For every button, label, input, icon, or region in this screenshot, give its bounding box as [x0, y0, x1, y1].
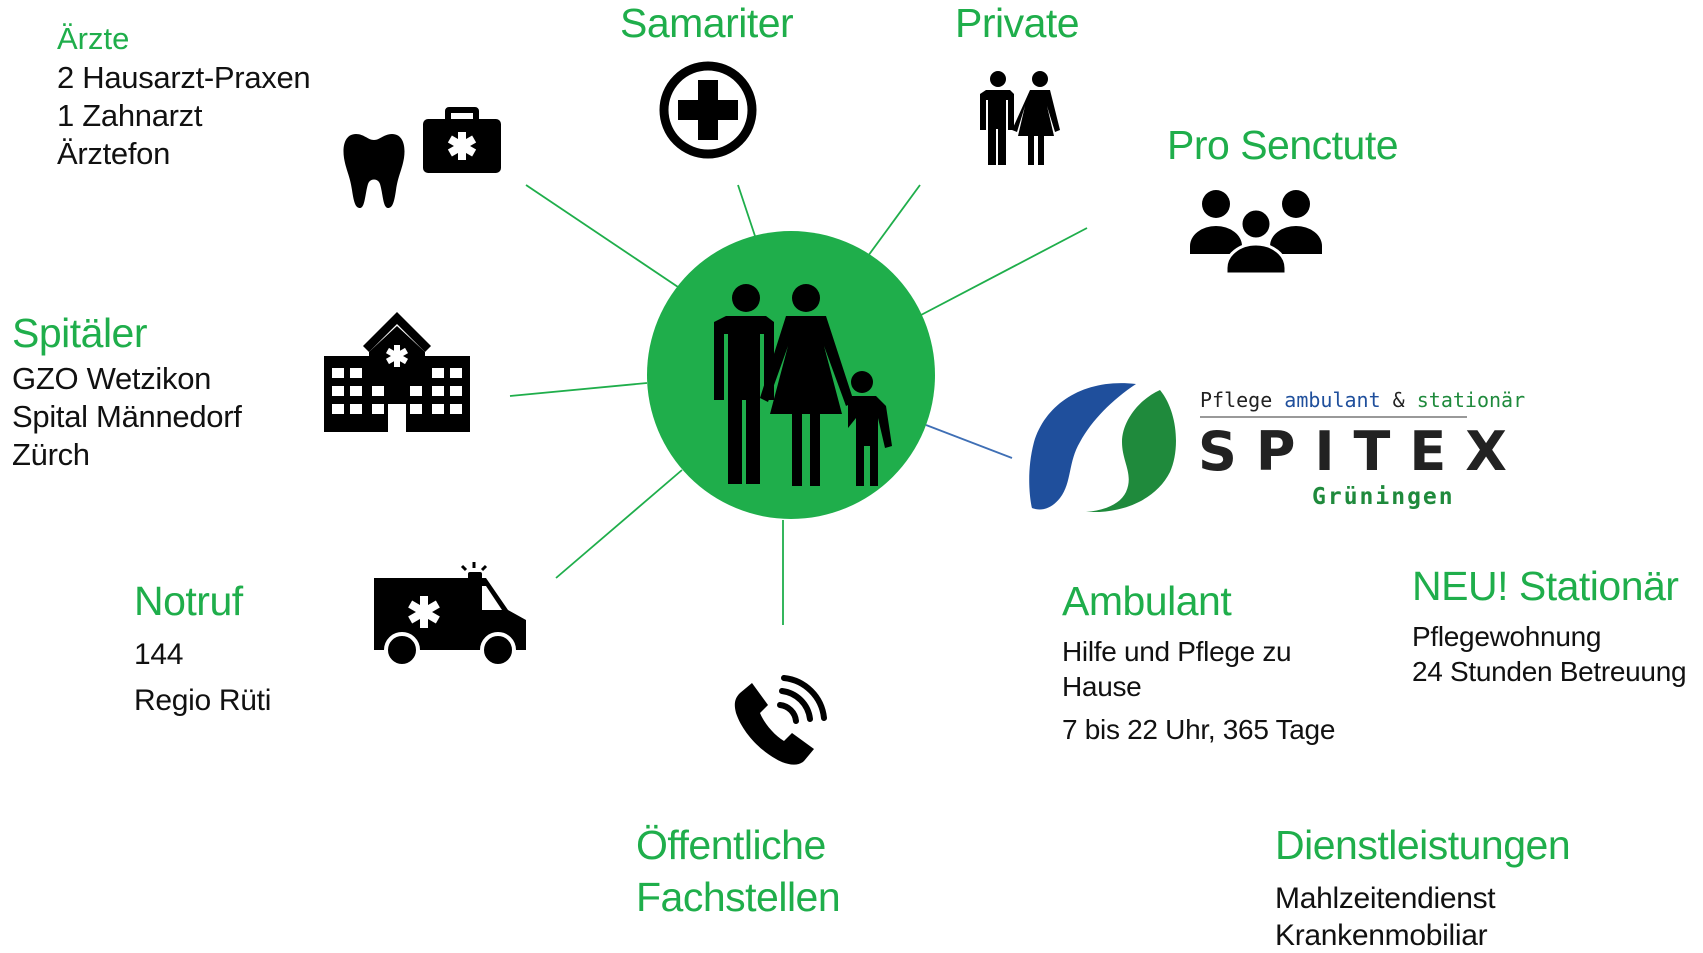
spitaeler-item: Zürch — [12, 437, 90, 472]
line-spitex — [925, 424, 1013, 459]
hospital-icon — [324, 312, 470, 432]
line-notruf — [555, 469, 683, 579]
spitex-tagline-ambulant: ambulant — [1284, 388, 1381, 412]
spitaeler-item: Spital Männedorf — [12, 399, 242, 434]
spitex-name: SPITEX — [1198, 420, 1526, 483]
spitaeler-title: Spitäler — [12, 310, 148, 356]
dienstleistungen-item: Mahlzeitendienst — [1275, 882, 1496, 915]
line-aerzte — [525, 184, 679, 288]
stationaer-line: Pflegewohnung — [1412, 621, 1602, 652]
spitex-tagline: Pflege ambulant & stationär — [1200, 388, 1525, 412]
spitex-tagline-stationaer: stationär — [1416, 388, 1526, 412]
group-icon — [1190, 190, 1322, 274]
ambulant-line: Hilfe und Pflege zu — [1062, 636, 1292, 667]
line-private — [867, 184, 921, 257]
private-title: Private — [955, 0, 1080, 46]
family-icon — [714, 284, 892, 486]
ambulant-line: 7 bis 22 Uhr, 365 Tage — [1062, 714, 1336, 745]
oeffentliche-title-line1: Öffentliche — [636, 822, 826, 868]
dienstleistungen-item: Krankenmobiliar — [1275, 919, 1488, 952]
spitaeler-item: GZO Wetzikon — [12, 361, 212, 396]
dienstleistungen-title: Dienstleistungen — [1275, 822, 1571, 868]
ambulant-title: Ambulant — [1062, 578, 1232, 624]
spitex-logo-mark — [1029, 383, 1176, 512]
stationaer-title: NEU! Stationär — [1412, 563, 1679, 609]
spitex-place: Grüningen — [1312, 484, 1455, 510]
line-pro-senectute — [920, 227, 1088, 316]
line-spitaeler — [509, 382, 648, 397]
ambulance-icon — [374, 562, 526, 668]
notruf-item: 144 — [134, 638, 184, 671]
tooth-icon — [343, 134, 405, 208]
spitex-tagline-part: & — [1380, 388, 1417, 412]
notruf-item: Regio Rüti — [134, 684, 272, 717]
line-samariter — [737, 184, 756, 237]
plus-circle-icon — [659, 61, 757, 159]
oeffentliche-title-line2: Fachstellen — [636, 874, 841, 920]
aerzte-item: Ärztefon — [57, 136, 171, 171]
notruf-title: Notruf — [134, 578, 243, 624]
stationaer-line: 24 Stunden Betreuung — [1412, 656, 1687, 687]
spitex-tagline-part: Pflege — [1200, 388, 1285, 412]
samariter-title: Samariter — [620, 0, 794, 46]
aerzte-item: 2 Hausarzt-Praxen — [57, 60, 311, 95]
phone-calling-icon — [734, 675, 827, 765]
medical-kit-icon — [423, 107, 501, 173]
pro-senectute-title: Pro Senctute — [1167, 122, 1399, 168]
spitex-tagline-underline — [1200, 416, 1467, 418]
aerzte-title: Ärzte — [57, 21, 130, 56]
ambulant-line: Hause — [1062, 671, 1142, 702]
couple-icon — [980, 71, 1060, 165]
aerzte-item: 1 Zahnarzt — [57, 98, 203, 133]
